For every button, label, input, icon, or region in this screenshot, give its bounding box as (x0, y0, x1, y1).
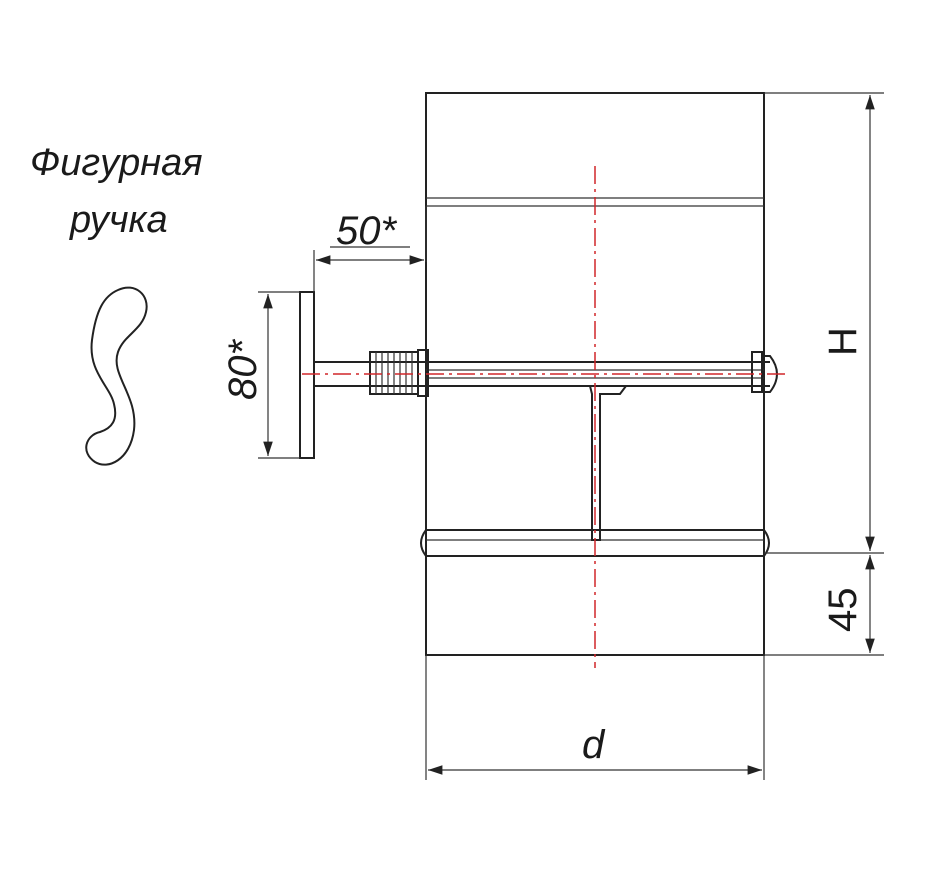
dimension-diameter: d (425, 655, 765, 780)
damper-plate (588, 385, 628, 541)
figured-handle-shape (85, 286, 148, 466)
dimension-diameter-label: d (582, 723, 606, 767)
dimension-handle-height: 80* (221, 291, 300, 459)
dimension-socket: 45 (764, 555, 884, 656)
dimension-handle-offset-label: 50* (336, 209, 397, 253)
dimension-height-label: H (821, 327, 865, 356)
dimension-handle-height-label: 80* (221, 339, 265, 400)
handle-caption-line2: ручка (69, 199, 168, 241)
dimension-socket-label: 45 (821, 588, 865, 633)
handle-flange (299, 291, 315, 459)
damper-shaft (314, 349, 778, 397)
handle-caption-line1: Фигурная (30, 142, 203, 184)
dimension-height: H (764, 92, 884, 554)
dimension-handle-offset: 50* (313, 206, 427, 292)
